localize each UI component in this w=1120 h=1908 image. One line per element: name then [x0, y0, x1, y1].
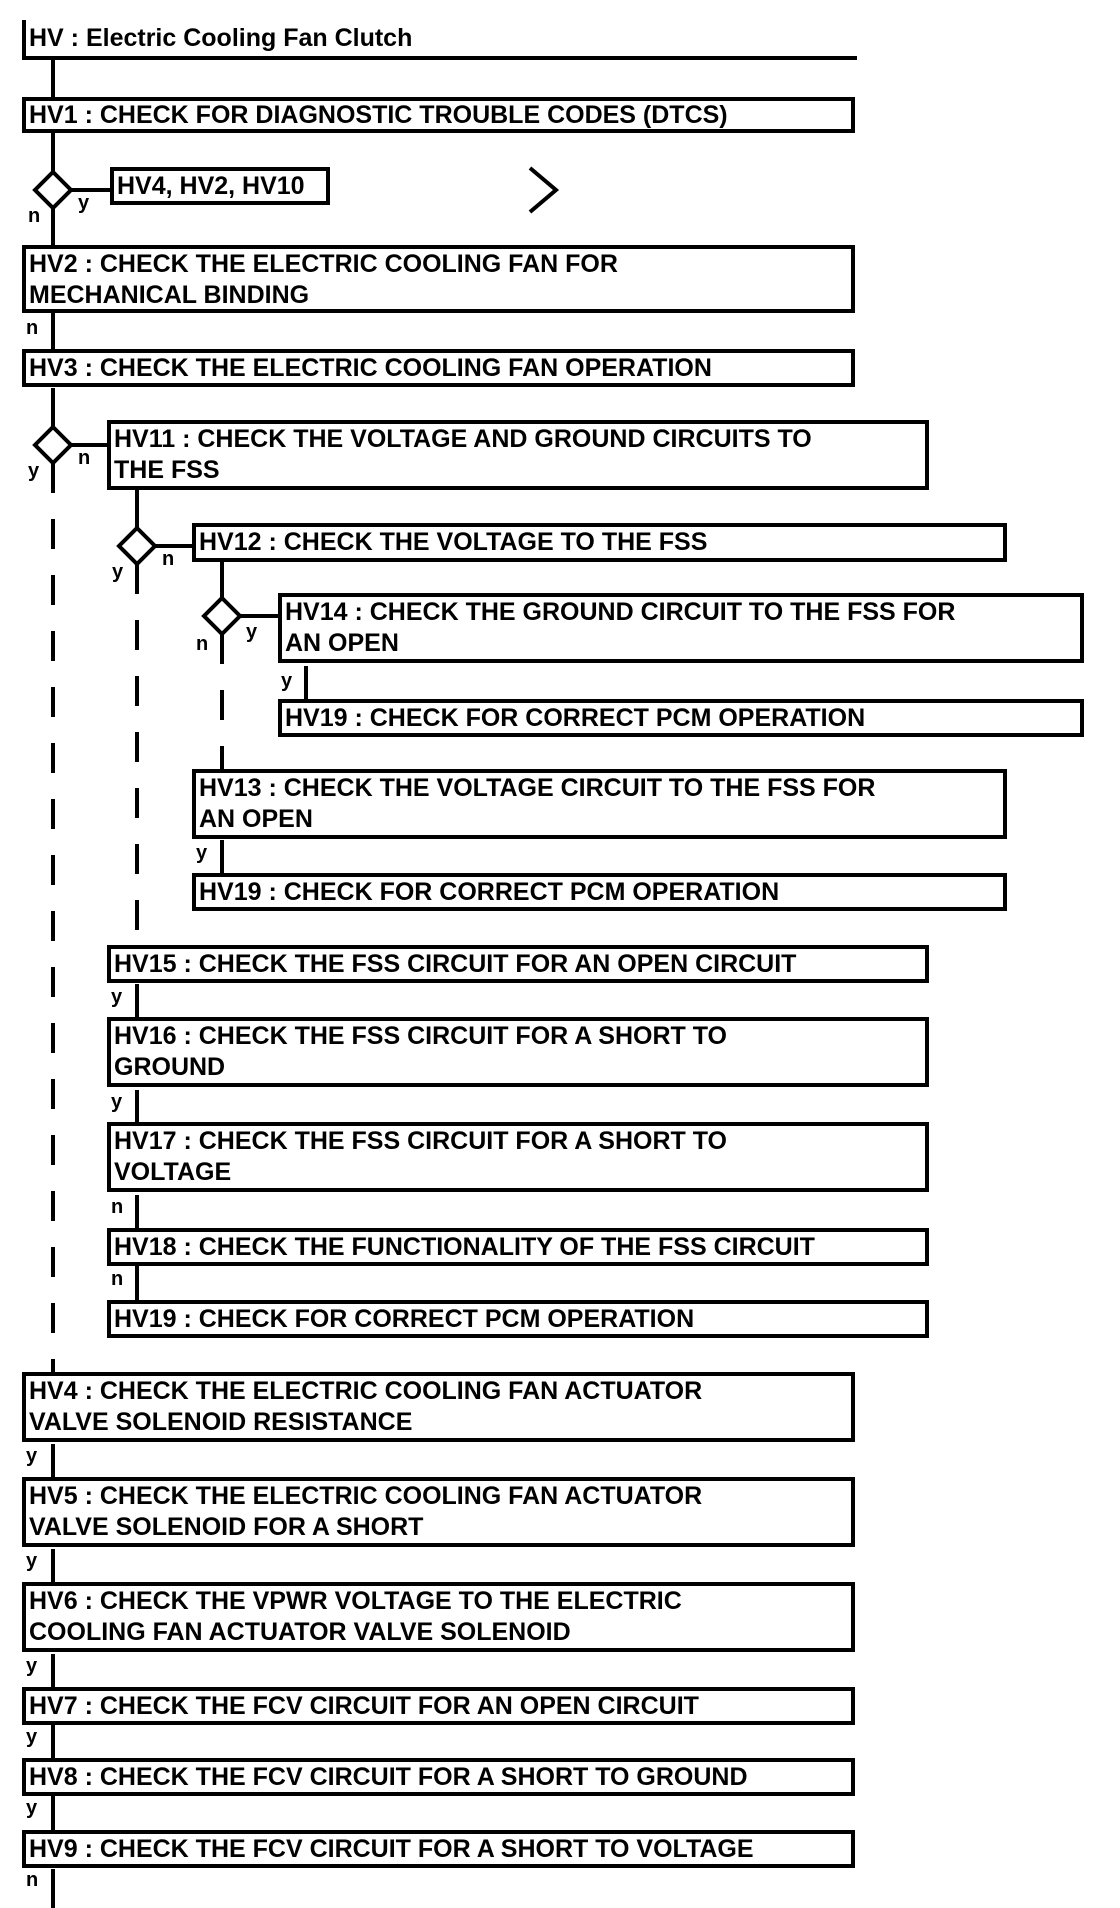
- branch-label-yes: y: [246, 621, 258, 643]
- step-hv11: HV11 : CHECK THE VOLTAGE AND GROUND CIRC…: [107, 420, 929, 490]
- step-hv19-b: HV19 : CHECK FOR CORRECT PCM OPERATION: [192, 873, 1007, 911]
- step-hv7: HV7 : CHECK THE FCV CIRCUIT FOR AN OPEN …: [22, 1687, 855, 1725]
- branch-label-yes: y: [28, 460, 40, 482]
- decision-diamond: [32, 169, 74, 211]
- step-hv16: HV16 : CHECK THE FSS CIRCUIT FOR A SHORT…: [107, 1017, 929, 1087]
- step-hv19-a: HV19 : CHECK FOR CORRECT PCM OPERATION: [278, 699, 1084, 737]
- step-hv1-goto: HV4, HV2, HV10: [110, 167, 330, 205]
- branch-label-no: n: [26, 317, 39, 339]
- branch-label-no: n: [111, 1268, 124, 1290]
- step-hv19-c: HV19 : CHECK FOR CORRECT PCM OPERATION: [107, 1300, 929, 1338]
- branch-label-yes: y: [196, 842, 208, 864]
- step-hv15: HV15 : CHECK THE FSS CIRCUIT FOR AN OPEN…: [107, 945, 929, 983]
- branch-label-yes: y: [26, 1797, 38, 1819]
- branch-label-yes: y: [26, 1445, 38, 1467]
- step-hv1: HV1 : CHECK FOR DIAGNOSTIC TROUBLE CODES…: [22, 97, 855, 133]
- branch-label-no: n: [162, 548, 175, 570]
- step-hv5: HV5 : CHECK THE ELECTRIC COOLING FAN ACT…: [22, 1477, 855, 1547]
- branch-label-yes: y: [78, 192, 90, 214]
- step-hv14: HV14 : CHECK THE GROUND CIRCUIT TO THE F…: [278, 593, 1084, 663]
- branch-label-no: n: [111, 1196, 124, 1218]
- step-hv4: HV4 : CHECK THE ELECTRIC COOLING FAN ACT…: [22, 1372, 855, 1442]
- step-hv18: HV18 : CHECK THE FUNCTIONALITY OF THE FS…: [107, 1228, 929, 1266]
- branch-label-no: n: [78, 447, 91, 469]
- step-hv17: HV17 : CHECK THE FSS CIRCUIT FOR A SHORT…: [107, 1122, 929, 1192]
- step-hv6: HV6 : CHECK THE VPWR VOLTAGE TO THE ELEC…: [22, 1582, 855, 1652]
- branch-label-no: n: [26, 1869, 39, 1891]
- branch-label-yes: y: [111, 986, 123, 1008]
- page-title: HV : Electric Cooling Fan Clutch: [22, 20, 857, 60]
- branch-label-yes: y: [26, 1550, 38, 1572]
- step-hv3: HV3 : CHECK THE ELECTRIC COOLING FAN OPE…: [22, 349, 855, 387]
- step-hv13: HV13 : CHECK THE VOLTAGE CIRCUIT TO THE …: [192, 769, 1007, 839]
- branch-label-no: n: [196, 633, 209, 655]
- step-hv2: HV2 : CHECK THE ELECTRIC COOLING FAN FOR…: [22, 245, 855, 313]
- step-hv9: HV9 : CHECK THE FCV CIRCUIT FOR A SHORT …: [22, 1830, 855, 1868]
- branch-label-yes: y: [26, 1655, 38, 1677]
- branch-label-yes: y: [112, 561, 124, 583]
- branch-label-yes: y: [26, 1726, 38, 1748]
- branch-label-yes: y: [281, 670, 293, 692]
- branch-label-yes: y: [111, 1091, 123, 1113]
- step-hv12: HV12 : CHECK THE VOLTAGE TO THE FSS: [192, 523, 1007, 562]
- step-hv8: HV8 : CHECK THE FCV CIRCUIT FOR A SHORT …: [22, 1758, 855, 1796]
- branch-label-no: n: [28, 205, 41, 227]
